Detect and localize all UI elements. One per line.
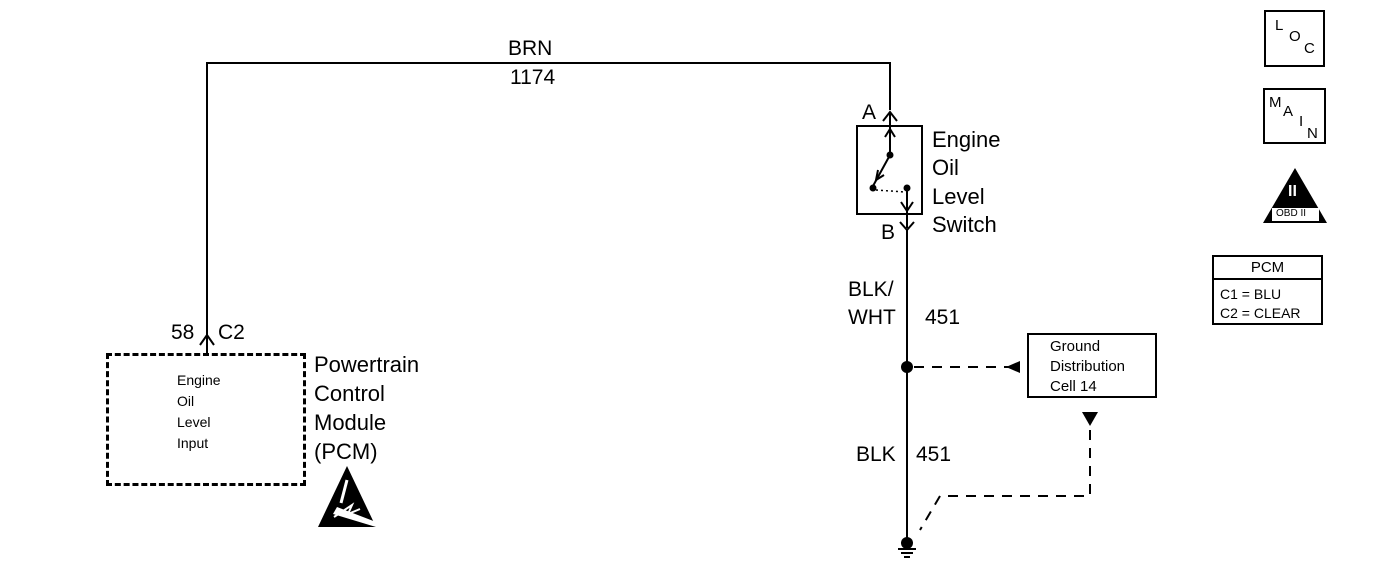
pcm-name-line-2: Control <box>314 381 385 406</box>
wire-brn-1174 <box>206 62 891 330</box>
pcm-input-line-2: Oil <box>177 393 195 409</box>
obd-ii-label: OBD II <box>1276 208 1307 219</box>
pcm-name-line-1: Powertrain <box>314 352 420 377</box>
pcm-input-line-3: Level <box>177 414 211 430</box>
wire-bottom-color: BLK <box>856 443 896 466</box>
main-icon: M A I N <box>1263 88 1326 144</box>
switch-pin-b: B <box>881 221 896 244</box>
pcm-legend-title: PCM <box>1214 257 1321 280</box>
pcm-legend-row-2: C2 = CLEAR <box>1220 305 1301 321</box>
wire-top-color: BRN <box>508 37 553 60</box>
pcm-name-line-4: (PCM) <box>314 439 378 464</box>
pcm-name-line-3: Module <box>314 410 387 435</box>
esd-sensitive-icon <box>318 466 376 527</box>
wire-mid-circuit: 451 <box>925 306 961 329</box>
ground-distribution-box: Ground Distribution Cell 14 <box>1027 333 1157 398</box>
wire-bottom-circuit: 451 <box>916 443 952 466</box>
pcm-connector-id: C2 <box>218 321 245 344</box>
switch-name-line-3: Level <box>932 184 985 209</box>
switch-contacts <box>869 126 914 214</box>
wire-mid-color-line-2: WHT <box>848 306 896 329</box>
pcm-input-line-4: Input <box>177 435 209 451</box>
obd-ii-icon <box>1263 168 1327 223</box>
pcm-pin-number: 58 <box>171 321 195 344</box>
pcm-connector-legend: PCM C1 = BLU C2 = CLEAR <box>1212 255 1323 325</box>
wire-mid-color-line-1: BLK/ <box>848 278 894 301</box>
pcm-box: Engine Oil Level Input <box>106 353 306 486</box>
loc-icon: L O C <box>1264 10 1325 67</box>
pcm-input-line-1: Engine <box>177 372 221 388</box>
ground-reference-arrow <box>1006 361 1020 373</box>
ground-ref-line-1: Ground <box>1050 338 1101 355</box>
ground-icon <box>898 537 916 558</box>
ground-return-line <box>919 430 1091 531</box>
ground-return-arrow <box>1082 412 1098 426</box>
switch-name-line-1: Engine <box>932 127 1001 152</box>
pcm-legend-row-1: C1 = BLU <box>1220 286 1282 302</box>
loc-icon-l: L <box>1275 17 1284 34</box>
switch-pin-a: A <box>862 101 877 124</box>
loc-icon-c: C <box>1304 40 1315 57</box>
ground-ref-line-2: Distribution <box>1050 358 1126 375</box>
switch-name-line-2: Oil <box>932 155 959 180</box>
loc-icon-o: O <box>1289 28 1301 45</box>
obd-ii-numeral: II <box>1288 183 1297 200</box>
main-icon-m: M <box>1269 94 1282 111</box>
switch-name-line-4: Switch <box>932 212 997 237</box>
ground-ref-line-3: Cell 14 <box>1050 378 1097 395</box>
main-icon-n: N <box>1307 125 1318 142</box>
wire-top-circuit: 1174 <box>510 66 556 89</box>
main-icon-i: I <box>1299 113 1304 130</box>
main-icon-a: A <box>1283 103 1294 120</box>
